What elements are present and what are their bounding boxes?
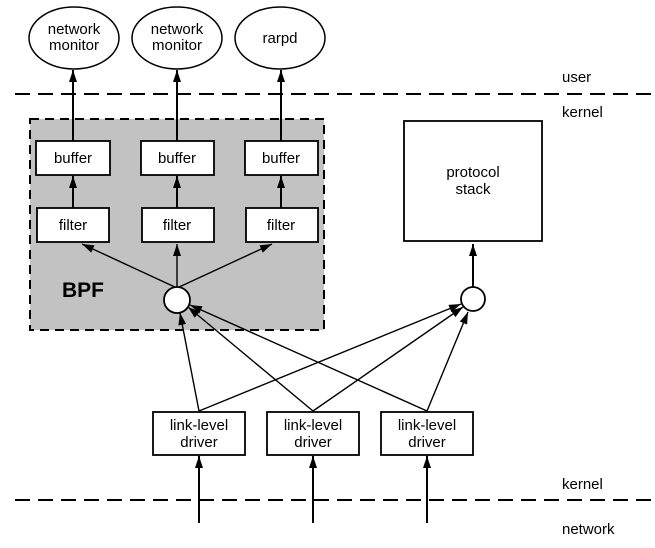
arrow-driver2-to-stack-tap <box>312 306 464 412</box>
filter3-box <box>245 207 319 243</box>
protocol-stack-label-line2: stack <box>455 181 491 198</box>
arrow-driver2-to-bpf-tap <box>187 306 314 412</box>
filter1-label: filter <box>59 217 87 234</box>
process-network-monitor-1-label-line1: network <box>48 21 101 38</box>
kernel-space-label-bottom: kernel <box>562 476 603 493</box>
process-network-monitor-1-label-line2: monitor <box>49 37 99 54</box>
driver3-box <box>380 411 474 456</box>
arrow-driver3-to-bpf-tap <box>189 304 428 412</box>
protocol-stack-label-line1: protocol <box>446 164 499 181</box>
kernel-space-label-top: kernel <box>562 104 603 121</box>
bpf-tap-junction <box>163 286 191 314</box>
driver1-box <box>152 411 246 456</box>
filter1-box <box>36 207 110 243</box>
bpf-region-label: BPF <box>62 279 104 302</box>
driver3-label-line2: driver <box>408 434 446 451</box>
filter2-box <box>141 207 215 243</box>
driver3-label-line1: link-level <box>398 417 456 434</box>
driver2-label-line1: link-level <box>284 417 342 434</box>
user-space-label: user <box>562 69 591 86</box>
process-network-monitor-2-label-line2: monitor <box>152 37 202 54</box>
arrow-driver1-to-stack-tap <box>198 303 462 412</box>
driver2-label-line2: driver <box>294 434 332 451</box>
arrow-tap-to-filter3 <box>176 243 273 289</box>
protocol-stack-box <box>403 120 543 242</box>
arrow-driver1-to-bpf-tap <box>178 312 200 412</box>
driver1-label-line2: driver <box>180 434 218 451</box>
filter2-label: filter <box>163 217 191 234</box>
protocol-stack-tap-junction <box>460 286 486 312</box>
process-rarpd-label: rarpd <box>262 30 297 47</box>
buffer3-label: buffer <box>262 150 300 167</box>
driver1-label-line1: link-level <box>170 417 228 434</box>
buffer1-box <box>35 140 111 176</box>
process-rarpd <box>234 6 326 70</box>
process-network-monitor-1 <box>28 6 120 70</box>
buffer3-box <box>244 140 319 176</box>
driver2-box <box>266 411 360 456</box>
filter3-label: filter <box>267 217 295 234</box>
network-space-label: network <box>562 521 615 538</box>
process-network-monitor-2 <box>131 6 223 70</box>
arrow-driver3-to-stack-tap <box>426 311 469 412</box>
buffer1-label: buffer <box>54 150 92 167</box>
process-network-monitor-2-label-line1: network <box>151 21 204 38</box>
buffer2-label: buffer <box>158 150 196 167</box>
arrow-tap-to-filter1 <box>81 243 178 289</box>
buffer2-box <box>140 140 215 176</box>
